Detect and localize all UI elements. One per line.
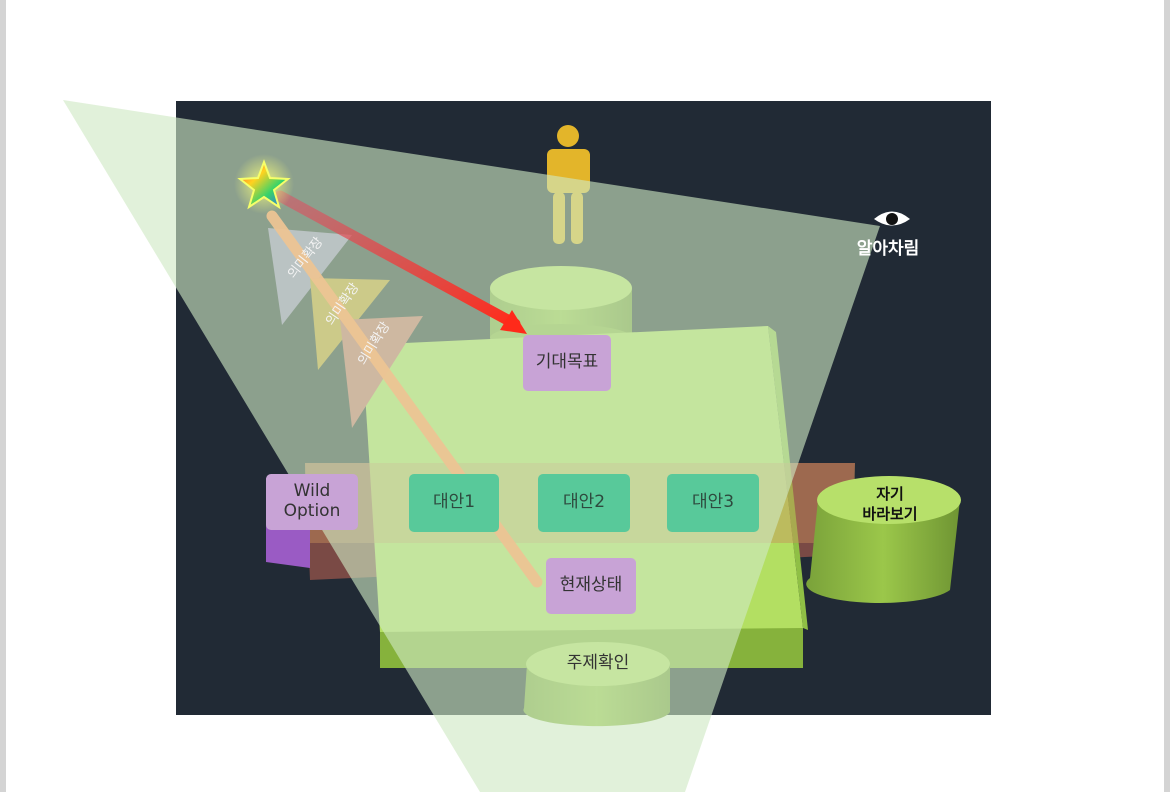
alternative-card-1: 대안1	[409, 474, 499, 532]
goal-card: 기대목표	[523, 335, 611, 391]
self-reflection-label: 자기 바라보기	[840, 484, 940, 525]
wild-option-card: Wild Option	[266, 474, 358, 530]
star-icon	[234, 154, 294, 214]
topic-check-label: 주제확인	[540, 650, 656, 678]
alternative-card-2: 대안2	[538, 474, 630, 532]
current-state-card: 현재상태	[546, 558, 636, 614]
alternative-card-3: 대안3	[667, 474, 759, 532]
awareness-label: 알아차림	[838, 234, 938, 259]
